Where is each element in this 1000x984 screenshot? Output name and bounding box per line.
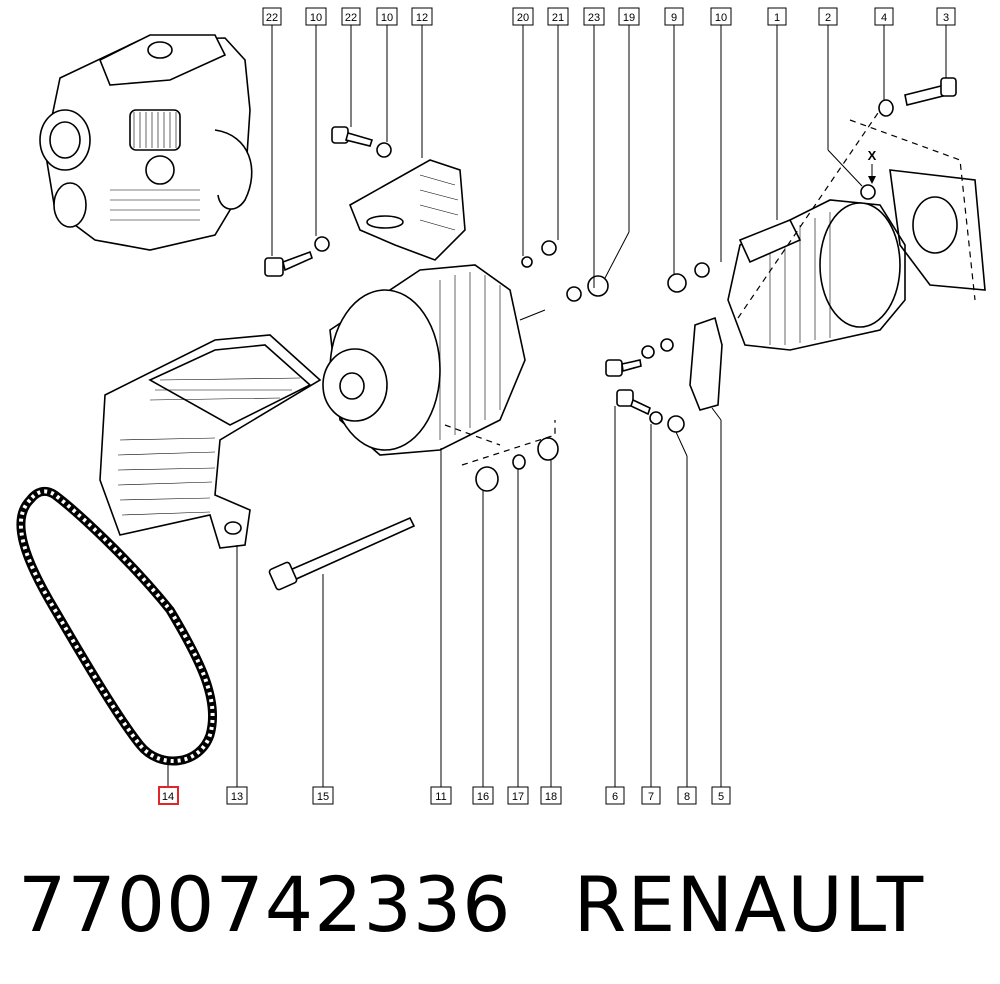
callout-label: 21 [552, 12, 564, 24]
callout-label: 13 [231, 791, 243, 803]
callout-label: 6 [612, 791, 618, 803]
callout-label: 15 [317, 791, 329, 803]
callout-2: 2 [818, 7, 838, 26]
x-marker-label: X [868, 148, 877, 163]
callout-23: 23 [583, 7, 605, 26]
x-marker: X [868, 148, 877, 184]
callout-6: 6 [605, 786, 625, 805]
part-number: 7700742336 [18, 860, 512, 949]
callout-10a: 10 [305, 7, 327, 26]
hardware [264, 77, 957, 492]
callout-21: 21 [547, 7, 569, 26]
engine-block-outline [849, 119, 986, 301]
callout-19: 19 [618, 7, 640, 26]
callout-label: 18 [545, 791, 557, 803]
callout-5: 5 [711, 786, 731, 805]
callout-label: 23 [588, 12, 600, 24]
callout-16: 16 [472, 786, 494, 805]
callout-label: 20 [517, 12, 529, 24]
callout-label: 7 [648, 791, 654, 803]
callout-8: 8 [677, 786, 697, 805]
assembly-lines [444, 109, 881, 466]
starter-motor [727, 199, 906, 351]
part-footer: 7700742336 RENAULT [18, 855, 978, 955]
callout-4: 4 [874, 7, 894, 26]
callout-12: 12 [411, 7, 433, 26]
callouts-top: 22 10 22 10 12 20 21 23 [262, 7, 956, 26]
callout-label: 10 [381, 12, 393, 24]
callout-10b: 10 [376, 7, 398, 26]
callout-label: 5 [718, 791, 724, 803]
callout-label: 19 [623, 12, 635, 24]
callout-label: 22 [345, 12, 357, 24]
callout-label: 10 [310, 12, 322, 24]
callout-label: 8 [684, 791, 690, 803]
alternator [322, 264, 546, 456]
drive-belt [16, 486, 218, 766]
callout-1: 1 [767, 7, 787, 26]
callout-label: 4 [881, 12, 887, 24]
callout-9: 9 [664, 7, 684, 26]
brand-name: RENAULT [573, 860, 925, 949]
callout-20: 20 [512, 7, 534, 26]
engine-thumbnail [39, 34, 253, 251]
callout-label: 2 [825, 12, 831, 24]
callout-7: 7 [641, 786, 661, 805]
callout-11: 11 [430, 786, 452, 805]
callout-label: 9 [671, 12, 677, 24]
long-bolt [268, 516, 416, 591]
callout-label: 12 [416, 12, 428, 24]
callout-18: 18 [540, 786, 562, 805]
rear-bracket [689, 316, 723, 411]
callout-label: 22 [266, 12, 278, 24]
leader-lines [167, 25, 947, 787]
callout-22b: 22 [341, 7, 361, 26]
callout-17: 17 [507, 786, 529, 805]
callout-label: 16 [477, 791, 489, 803]
callout-13: 13 [226, 786, 248, 805]
callouts-bottom: 14 13 15 11 16 17 18 6 [158, 786, 731, 805]
mounting-bracket [348, 159, 466, 261]
belt-guard [99, 334, 322, 549]
callout-label: 1 [774, 12, 780, 24]
callout-10c: 10 [710, 7, 732, 26]
callout-22a: 22 [262, 7, 282, 26]
callout-label: 17 [512, 791, 524, 803]
callout-3: 3 [936, 7, 956, 26]
callout-label: 3 [943, 12, 949, 24]
callout-14: 14 [158, 786, 179, 805]
callout-label: 11 [435, 791, 446, 803]
callout-15: 15 [312, 786, 334, 805]
callout-label: 10 [715, 12, 727, 24]
callout-label: 14 [162, 791, 174, 803]
